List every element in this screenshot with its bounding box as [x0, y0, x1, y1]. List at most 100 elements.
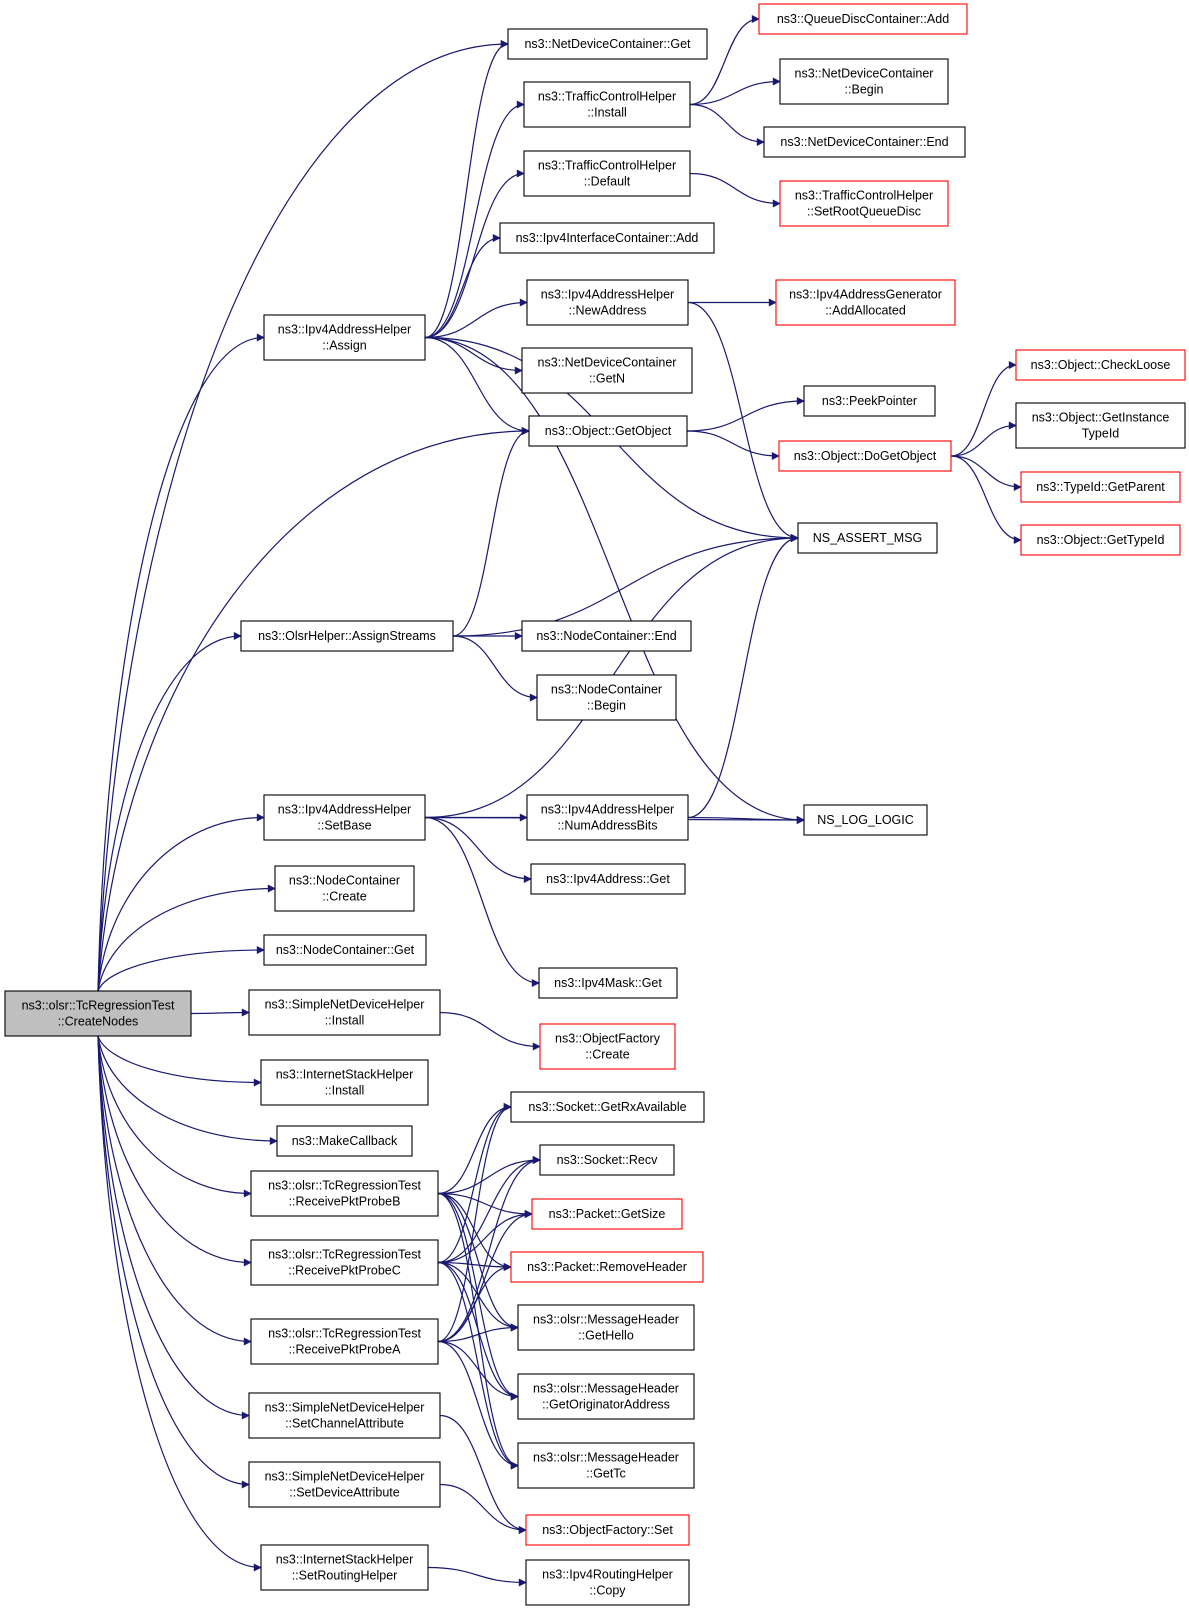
- node-sndh-setchan[interactable]: ns3::SimpleNetDeviceHelper::SetChannelAt…: [248, 1392, 441, 1439]
- call-edge-root-to-recv_a: [97, 1035, 252, 1346]
- node-nc-begin[interactable]: ns3::NodeContainer::Begin: [536, 674, 677, 721]
- node-label: ::Begin: [587, 699, 626, 713]
- node-label: ns3::Object::GetTypeId: [1037, 533, 1165, 547]
- node-box: [274, 865, 415, 912]
- node-label: ns3::NetDeviceContainer: [795, 67, 934, 81]
- node-label: ns3::Ipv4AddressHelper: [278, 323, 411, 337]
- node-peekpointer[interactable]: ns3::PeekPointer: [803, 385, 936, 417]
- node-iah-numbits[interactable]: ns3::Ipv4AddressHelper::NumAddressBits: [526, 794, 689, 841]
- call-edge-root-to-makecallback: [97, 1035, 278, 1145]
- call-edge-recv_b-to-socket_recv: [437, 1156, 541, 1195]
- node-label: ns3::olsr::TcRegressionTest: [268, 1327, 421, 1341]
- node-label: ns3::TrafficControlHelper: [795, 189, 933, 203]
- node-mh-gettc[interactable]: ns3::olsr::MessageHeader::GetTc: [517, 1442, 695, 1489]
- node-label: ns3::Ipv4InterfaceContainer::Add: [516, 231, 699, 245]
- call-edge-iah_numbits-to-ns_log: [687, 815, 805, 824]
- node-label: ::Install: [325, 1014, 365, 1028]
- node-iic-add[interactable]: ns3::Ipv4InterfaceContainer::Add: [499, 222, 715, 254]
- node-box: [4, 990, 192, 1037]
- node-label: ::GetTc: [586, 1467, 626, 1481]
- node-box: [507, 28, 708, 60]
- node-tch-default[interactable]: ns3::TrafficControlHelper::Default: [523, 150, 691, 197]
- call-edge-iah_assign-to-iah_newaddr: [424, 298, 528, 339]
- node-tch-setroot[interactable]: ns3::TrafficControlHelper::SetRootQueueD…: [779, 180, 949, 227]
- node-qdc-add[interactable]: ns3::QueueDiscContainer::Add: [758, 3, 968, 35]
- node-olsr-assign[interactable]: ns3::OlsrHelper::AssignStreams: [240, 620, 454, 652]
- node-recv-c[interactable]: ns3::olsr::TcRegressionTest::ReceivePktP…: [250, 1239, 439, 1286]
- node-obj-checkloose[interactable]: ns3::Object::CheckLoose: [1015, 349, 1186, 381]
- node-root[interactable]: ns3::olsr::TcRegressionTest::CreateNodes: [4, 990, 192, 1037]
- node-ipv4addr-get[interactable]: ns3::Ipv4Address::Get: [530, 863, 686, 895]
- node-label: ::GetHello: [578, 1329, 634, 1343]
- node-nc-get[interactable]: ns3::NodeContainer::Get: [263, 934, 427, 966]
- node-recv-a[interactable]: ns3::olsr::TcRegressionTest::ReceivePktP…: [250, 1318, 439, 1365]
- node-label: ::SetRoutingHelper: [292, 1569, 398, 1583]
- node-ndc-get[interactable]: ns3::NetDeviceContainer::Get: [507, 28, 708, 60]
- node-socket-getrx[interactable]: ns3::Socket::GetRxAvailable: [510, 1091, 705, 1123]
- call-edge-tch_default-to-tch_setroot: [689, 172, 781, 208]
- call-edge-tch_install-to-ndc_end: [689, 103, 765, 146]
- node-obj-dogetobject[interactable]: ns3::Object::DoGetObject: [778, 440, 952, 472]
- call-edge-olsr_assign-to-nc_begin: [452, 635, 538, 702]
- node-ndc-begin[interactable]: ns3::NetDeviceContainer::Begin: [779, 58, 949, 105]
- node-label: ns3::NodeContainer::Get: [276, 943, 415, 957]
- node-label: ns3::InternetStackHelper: [276, 1068, 414, 1082]
- node-nc-create[interactable]: ns3::NodeContainer::Create: [274, 865, 415, 912]
- node-box: [248, 1461, 441, 1508]
- call-edge-recv_c-to-packet_getsize: [437, 1210, 533, 1264]
- node-box: [538, 967, 678, 999]
- node-box: [523, 150, 691, 197]
- node-sndh-install[interactable]: ns3::SimpleNetDeviceHelper::Install: [248, 989, 441, 1036]
- node-ish-install[interactable]: ns3::InternetStackHelper::Install: [260, 1059, 429, 1106]
- node-box: [260, 1544, 429, 1591]
- node-label: ns3::SimpleNetDeviceHelper: [265, 998, 425, 1012]
- node-recv-b[interactable]: ns3::olsr::TcRegressionTest::ReceivePktP…: [250, 1170, 439, 1217]
- node-label: ns3::NetDeviceContainer: [538, 356, 677, 370]
- node-label: ns3::Ipv4RoutingHelper: [542, 1568, 673, 1582]
- node-ipv4mask-get[interactable]: ns3::Ipv4Mask::Get: [538, 967, 678, 999]
- node-mh-gethello[interactable]: ns3::olsr::MessageHeader::GetHello: [517, 1304, 695, 1351]
- node-ndc-getn[interactable]: ns3::NetDeviceContainer::GetN: [521, 347, 693, 394]
- node-box: [526, 279, 689, 326]
- node-label: NS_LOG_LOGIC: [817, 813, 914, 827]
- node-iag-alloc[interactable]: ns3::Ipv4AddressGenerator::AddAllocated: [775, 279, 956, 326]
- node-label: ns3::NetDeviceContainer::Get: [524, 37, 691, 51]
- call-edge-sndh_install-to-of_create: [439, 1011, 541, 1051]
- node-of-set[interactable]: ns3::ObjectFactory::Set: [525, 1514, 690, 1546]
- node-makecallback[interactable]: ns3::MakeCallback: [276, 1125, 413, 1157]
- node-box: [530, 863, 686, 895]
- node-nc-end[interactable]: ns3::NodeContainer::End: [521, 620, 692, 652]
- node-packet-getsize[interactable]: ns3::Packet::GetSize: [531, 1198, 683, 1230]
- node-iah-assign[interactable]: ns3::Ipv4AddressHelper::Assign: [263, 314, 426, 361]
- node-box: [521, 620, 692, 652]
- node-obj-gettypeid[interactable]: ns3::Object::GetTypeId: [1020, 524, 1181, 556]
- call-edge-root-to-olsr_assign: [97, 632, 242, 992]
- node-box: [539, 1144, 675, 1176]
- node-socket-recv[interactable]: ns3::Socket::Recv: [539, 1144, 675, 1176]
- node-ns-assert[interactable]: NS_ASSERT_MSG: [797, 522, 938, 554]
- node-label: ns3::olsr::TcRegressionTest: [268, 1179, 421, 1193]
- node-packet-rmheader[interactable]: ns3::Packet::RemoveHeader: [510, 1251, 704, 1283]
- node-ns-log[interactable]: NS_LOG_LOGIC: [803, 804, 928, 836]
- node-box: [803, 804, 928, 836]
- node-ndc-end[interactable]: ns3::NetDeviceContainer::End: [763, 126, 966, 158]
- node-box: [263, 934, 427, 966]
- node-mh-getorig[interactable]: ns3::olsr::MessageHeader::GetOriginatorA…: [517, 1373, 695, 1420]
- node-iah-newaddr[interactable]: ns3::Ipv4AddressHelper::NewAddress: [526, 279, 689, 326]
- node-label: ns3::Ipv4AddressHelper: [541, 803, 674, 817]
- node-irh-copy[interactable]: ns3::Ipv4RoutingHelper::Copy: [525, 1559, 690, 1606]
- node-label: ns3::NetDeviceContainer::End: [780, 135, 948, 149]
- node-box: [250, 1318, 439, 1365]
- call-edge-recv_a-to-packet_rmheader: [437, 1263, 512, 1343]
- node-box: [521, 347, 693, 394]
- node-box: [510, 1251, 704, 1283]
- node-ish-setrouting[interactable]: ns3::InternetStackHelper::SetRoutingHelp…: [260, 1544, 429, 1591]
- node-sndh-setdev[interactable]: ns3::SimpleNetDeviceHelper::SetDeviceAtt…: [248, 1461, 441, 1508]
- node-typeid-getparent[interactable]: ns3::TypeId::GetParent: [1020, 471, 1181, 503]
- node-iah-setbase[interactable]: ns3::Ipv4AddressHelper::SetBase: [263, 794, 426, 841]
- call-edge-iah_setbase-to-ipv4addr_get: [424, 816, 532, 883]
- node-of-create[interactable]: ns3::ObjectFactory::Create: [539, 1023, 676, 1070]
- node-tch-install[interactable]: ns3::TrafficControlHelper::Install: [523, 81, 691, 128]
- node-obj-getobject[interactable]: ns3::Object::GetObject: [528, 415, 688, 447]
